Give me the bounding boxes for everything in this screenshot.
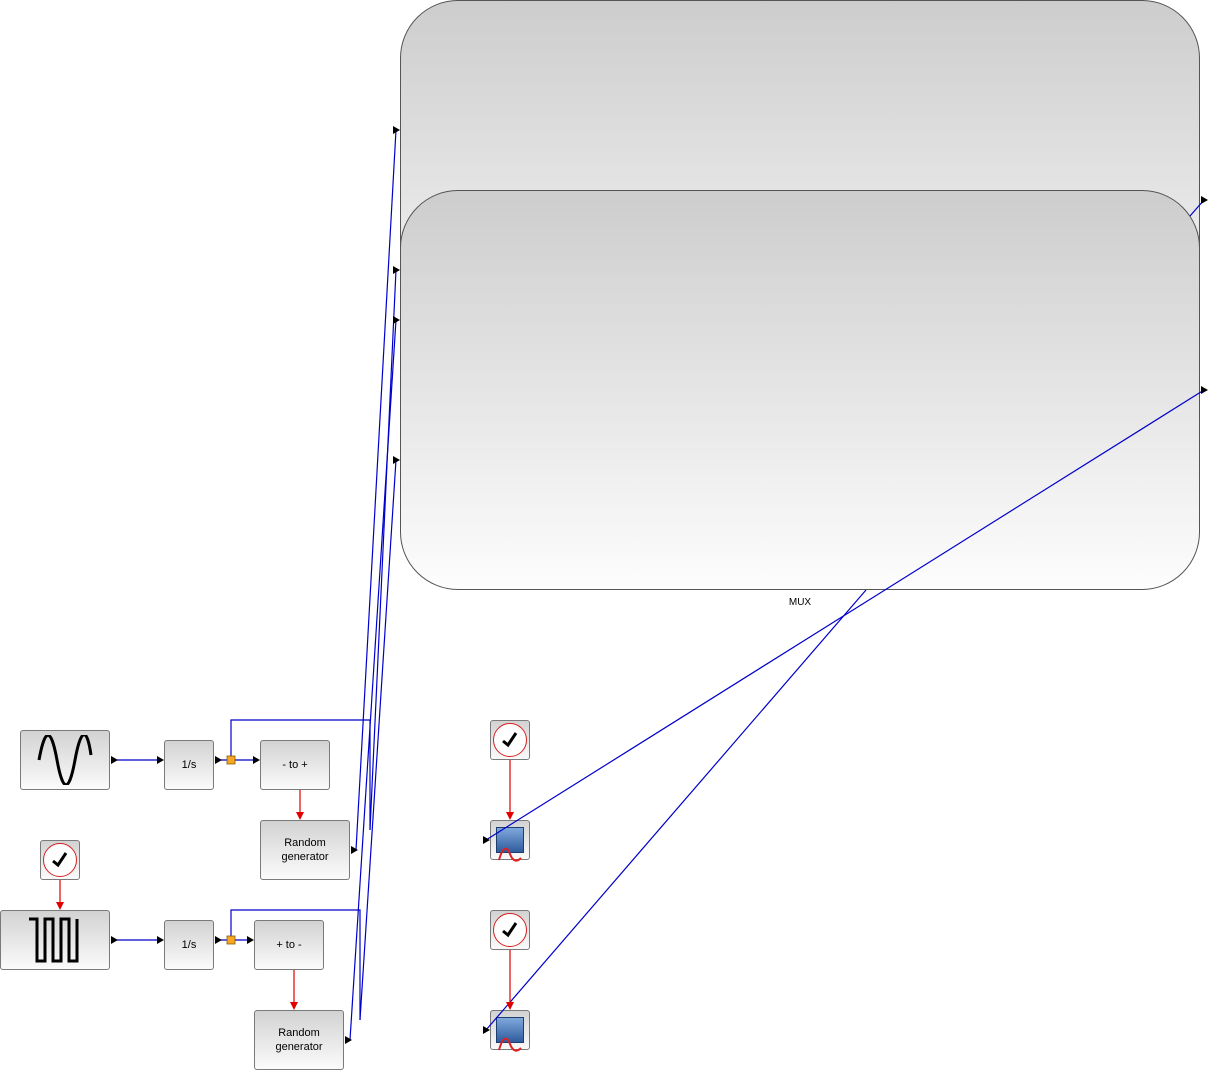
input-port: [393, 316, 400, 324]
output-port: [215, 756, 222, 764]
data-link: [485, 589, 867, 1031]
data-link: [369, 269, 397, 831]
sine-wave-icon: [37, 735, 93, 785]
input-port: [253, 756, 260, 764]
event-arrow: [290, 1002, 298, 1010]
scope-block-2[interactable]: [490, 1010, 530, 1052]
clock-icon: [43, 843, 77, 877]
output-port: [1201, 386, 1208, 394]
sign-converter-block-1[interactable]: - to +: [260, 740, 330, 790]
event-arrow: [296, 812, 304, 820]
output-port: [215, 936, 222, 944]
scope-icon: [496, 827, 524, 862]
output-port: [351, 846, 358, 854]
input-port: [393, 456, 400, 464]
data-link: [355, 129, 397, 851]
sign-converter-block-2[interactable]: + to -: [254, 920, 324, 970]
square-wave-source-block[interactable]: [0, 910, 110, 970]
split-point: [226, 935, 236, 945]
output-port: [1201, 196, 1208, 204]
sine-source-block[interactable]: [20, 730, 110, 790]
input-port: [483, 1026, 490, 1034]
scope-block-1[interactable]: [490, 820, 530, 862]
clock-icon: [493, 913, 527, 947]
mux-block-front[interactable]: [400, 190, 1200, 590]
scope-icon: [496, 1017, 524, 1052]
square-wave-icon: [29, 917, 79, 963]
clock-icon: [493, 723, 527, 757]
event-arrow: [56, 902, 64, 910]
event-arrow: [506, 812, 514, 820]
random-generator-block-2[interactable]: Random generator: [254, 1010, 344, 1070]
random-generator-block-1[interactable]: Random generator: [260, 820, 350, 880]
data-link: [349, 319, 397, 1041]
clock-block-2[interactable]: [490, 720, 530, 760]
mux-label: MUX: [788, 597, 812, 608]
output-port: [111, 936, 118, 944]
integrator-block-1[interactable]: 1/s: [164, 740, 214, 790]
input-port: [157, 936, 164, 944]
input-port: [483, 836, 490, 844]
data-link: [359, 459, 397, 1021]
clock-block-3[interactable]: [490, 910, 530, 950]
output-port: [111, 756, 118, 764]
event-arrow: [506, 1002, 514, 1010]
input-port: [157, 756, 164, 764]
input-port: [247, 936, 254, 944]
output-port: [345, 1036, 352, 1044]
input-port: [393, 266, 400, 274]
input-port: [393, 126, 400, 134]
integrator-block-2[interactable]: 1/s: [164, 920, 214, 970]
split-point: [226, 755, 236, 765]
clock-block-1[interactable]: [40, 840, 80, 880]
